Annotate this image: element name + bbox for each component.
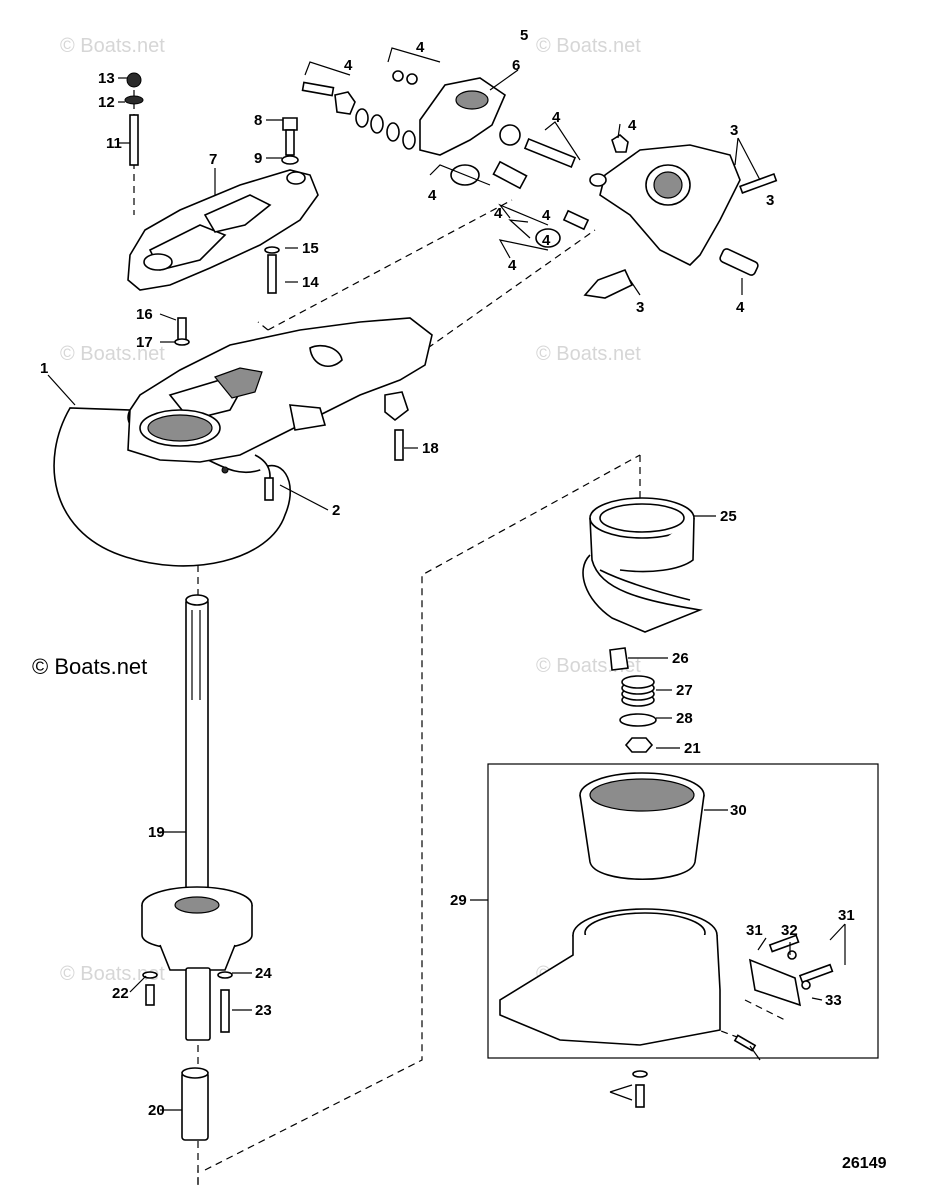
callout-16: 18 (422, 440, 439, 457)
callout-5: 6 (512, 57, 520, 74)
callout-24: 26 (672, 650, 689, 667)
callout-4: 4 (416, 39, 425, 56)
callout-13: 15 (302, 240, 319, 257)
callout-4: 4 (508, 257, 517, 274)
plate-part-6 (127, 169, 319, 291)
assembly-line (407, 229, 596, 363)
callout-4: 4 (494, 205, 503, 222)
callout-30: 31 (838, 907, 855, 924)
callout-11: 13 (98, 70, 115, 87)
callout-19: 21 (684, 740, 701, 757)
callout-29: 31 (746, 922, 763, 939)
nut-part-19 (624, 737, 654, 753)
callout-3: 3 (730, 122, 738, 139)
callout-12: 14 (302, 274, 319, 291)
callout-4: 4 (344, 57, 353, 74)
tab-washer-part-26 (619, 713, 657, 727)
assembly-line (257, 321, 269, 331)
callout-22: 24 (255, 965, 272, 982)
callouts: 13 12 11 8 9 7 15 14 16 17 18 1 2 19 20 … (40, 27, 855, 1119)
callout-27: 29 (450, 892, 467, 909)
callout-25: 27 (676, 682, 693, 699)
fitting-part-2 (221, 466, 229, 474)
callout-4: 4 (428, 187, 437, 204)
callout-3c: 3 (766, 192, 774, 209)
callout-9: 11 (106, 135, 122, 152)
block-part-29 (748, 958, 802, 1007)
fasteners (124, 70, 834, 1108)
callout-3b: 3 (636, 299, 644, 316)
callout-10: 12 (98, 94, 115, 111)
callout-8: 9 (254, 150, 262, 167)
callout-18: 20 (148, 1102, 165, 1119)
callout-1: 1 (40, 360, 48, 377)
washer-part-25 (621, 675, 655, 707)
kit-27-box (487, 763, 879, 1059)
sleeve-top (181, 1067, 209, 1079)
callout-7: 8 (254, 112, 262, 129)
watermark: © Boats.net (60, 35, 165, 57)
driveshaft-part-17 (141, 594, 253, 1041)
watermark: © Boats.net (60, 963, 165, 985)
callout-28: 30 (730, 802, 747, 819)
bracket-part-5 (419, 77, 506, 156)
assembly-line (204, 454, 641, 1171)
callout-26: 28 (676, 710, 693, 727)
nozzle-part-27 (499, 908, 721, 1046)
callout-21: 23 (255, 1002, 272, 1019)
callout-14: 16 (136, 306, 153, 323)
callout-6: 7 (209, 151, 217, 168)
callout-23: 25 (720, 508, 737, 525)
callout-31: 32 (781, 922, 798, 939)
callout-2: 2 (332, 502, 340, 519)
callout-4: 4 (542, 232, 551, 249)
assembly-line (744, 999, 786, 1021)
steering-arm-part-3 (583, 144, 759, 299)
watermark-main: © Boats.net (32, 654, 147, 679)
diagram-number: 26149 (842, 1155, 887, 1172)
callout-17: 19 (148, 824, 165, 841)
callout-4: 4 (628, 117, 637, 134)
assembly-line (267, 199, 513, 331)
callout-31b: 33 (825, 992, 842, 1009)
callout-4: 4 (552, 109, 561, 126)
watermark: © Boats.net (60, 343, 165, 365)
watermark: © Boats.net (536, 35, 641, 57)
housing-part-1 (53, 317, 433, 567)
watermark: © Boats.net (536, 343, 641, 365)
callout-20: 22 (112, 985, 129, 1002)
impeller-part-23 (582, 497, 703, 633)
leaders (47, 47, 846, 1111)
wear-ring-part-28 (579, 772, 705, 881)
callout-4: 5 (520, 27, 528, 44)
callout-4: 4 (542, 207, 551, 224)
callout-15: 17 (136, 334, 153, 351)
sleeve-part-18 (181, 1071, 209, 1141)
callout-4: 4 (736, 299, 745, 316)
key-part-24 (609, 647, 629, 671)
